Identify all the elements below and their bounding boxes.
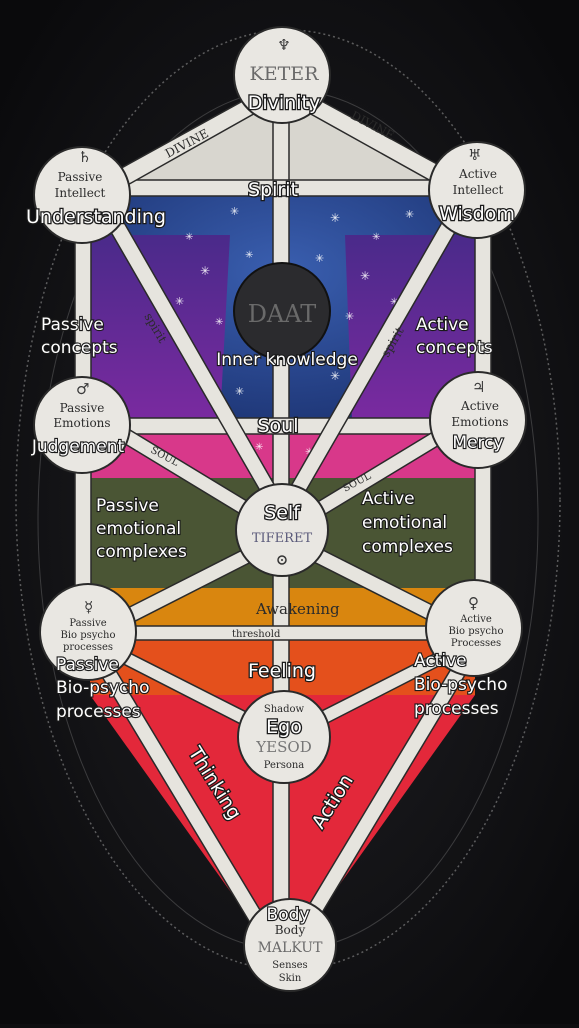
svg-text:✳: ✳ (150, 211, 160, 225)
chesed-line2: Emotions (451, 415, 508, 429)
svg-text:✳: ✳ (360, 269, 370, 283)
svg-text:✳: ✳ (345, 310, 354, 323)
sphere-malkut (243, 898, 337, 992)
netzach-label-line3: processes (414, 699, 499, 719)
awakening-label: Awakening (255, 600, 340, 618)
hod-line1: Passive (69, 618, 106, 629)
svg-text:✳: ✳ (330, 211, 340, 225)
binah-line2: Intellect (55, 186, 106, 200)
yesod-name: YESOD (255, 738, 311, 756)
sphere-keter (233, 26, 331, 124)
sphere-gevurah (33, 376, 131, 474)
neptune-icon: ♆ (277, 36, 290, 54)
daat-name: DAAT (248, 300, 317, 328)
netzach-label-line1: Active (414, 651, 467, 671)
svg-text:✳: ✳ (255, 442, 263, 453)
saturn-icon: ♄ (78, 148, 91, 166)
svg-text:✳: ✳ (245, 250, 253, 261)
sphere-chesed (429, 371, 527, 469)
svg-text:✳: ✳ (215, 317, 223, 328)
mercury-icon: ☿ (84, 598, 93, 616)
keter-label: Divinity (248, 92, 320, 114)
chokmah-line1: Active (458, 167, 497, 181)
venus-icon: ♀ (468, 594, 479, 612)
svg-text:✳: ✳ (305, 447, 313, 458)
netzach-label-line2: Bio-psycho (414, 675, 507, 695)
daat-label: Inner knowledge (216, 350, 358, 370)
active-emotional-line2: emotional (362, 513, 447, 533)
malkut-line1: Senses (272, 960, 307, 971)
svg-text:✳: ✳ (390, 297, 398, 308)
svg-text:✳: ✳ (175, 295, 184, 308)
passive-emotional-line3: complexes (96, 542, 187, 562)
netzach-line3: Processes (451, 638, 501, 649)
path-label-threshold: threshold (232, 629, 281, 640)
threshold-bar (89, 625, 476, 641)
sphere-netzach (425, 579, 523, 677)
passive-emotional-line1: Passive (96, 496, 159, 516)
mars-icon: ♂ (76, 380, 89, 398)
keter-name: KETER (250, 63, 320, 85)
tiferet-name: TIFERET (252, 531, 313, 546)
malkut-label: Body (267, 905, 310, 925)
diagonal-paths (90, 85, 476, 947)
gevurah-line2: Emotions (53, 416, 110, 430)
sun-icon-dot (281, 559, 283, 561)
svg-text:✳: ✳ (200, 264, 210, 278)
hod-line2: Bio psycho (61, 630, 116, 641)
svg-text:✳: ✳ (185, 232, 193, 243)
soul-region-label: Soul (257, 415, 298, 437)
sphere-yesod (237, 690, 331, 784)
binah-label: Understanding (26, 206, 166, 228)
svg-text:✳: ✳ (315, 252, 324, 265)
sphere-hod (39, 583, 137, 681)
gevurah-line1: Passive (60, 401, 105, 415)
sphere-tiferet (235, 483, 329, 577)
svg-text:✳: ✳ (235, 385, 244, 398)
outer-chalk-oval (15, 29, 561, 971)
active-emotional-line3: complexes (362, 537, 453, 557)
malkut-line2: Skin (279, 973, 302, 984)
daat-sphere (233, 262, 331, 360)
yesod-bottom: Persona (264, 760, 305, 771)
passive-emotional-line2: emotional (96, 519, 181, 539)
svg-text:✳: ✳ (405, 208, 414, 221)
svg-text:✳: ✳ (372, 232, 380, 243)
jupiter-icon: ♃ (472, 378, 485, 396)
sphere-chokmah (428, 141, 526, 239)
spirit-region-label: Spirit (248, 179, 298, 201)
active-concepts-line2: concepts (416, 338, 493, 358)
hod-label-line3: processes (56, 702, 141, 722)
netzach-line2: Bio psycho (449, 626, 504, 637)
hod-line3: processes (63, 642, 113, 653)
chesed-label: Mercy (452, 433, 503, 453)
feeling-label: Feeling (248, 660, 316, 682)
chokmah-line2: Intellect (453, 183, 504, 197)
hod-label-line2: Bio-psycho (56, 678, 149, 698)
svg-text:✳: ✳ (230, 205, 239, 218)
purple-band-right (345, 235, 475, 420)
chokmah-label: Wisdom (439, 203, 515, 225)
netzach-line1: Active (459, 614, 492, 625)
hod-label-line1: Passive (56, 655, 119, 675)
gevurah-label: Judgement (31, 437, 125, 457)
yesod-top: Shadow (264, 704, 305, 715)
sun-icon (277, 555, 287, 565)
uranus-icon: ♅ (468, 146, 481, 164)
active-concepts-line1: Active (416, 315, 469, 335)
passive-concepts-line1: Passive (41, 315, 104, 335)
binah-line1: Passive (58, 170, 103, 184)
passive-concepts-line2: concepts (41, 338, 118, 358)
yesod-label: Ego (266, 716, 302, 738)
active-emotional-line1: Active (362, 489, 415, 509)
tiferet-label: Self (264, 502, 301, 524)
svg-text:✳: ✳ (330, 369, 340, 383)
malkut-name: MALKUT (258, 940, 324, 956)
malkut-top: Body (275, 923, 306, 937)
chesed-line1: Active (460, 399, 499, 413)
sphere-binah (33, 146, 131, 244)
spheres (33, 26, 527, 992)
